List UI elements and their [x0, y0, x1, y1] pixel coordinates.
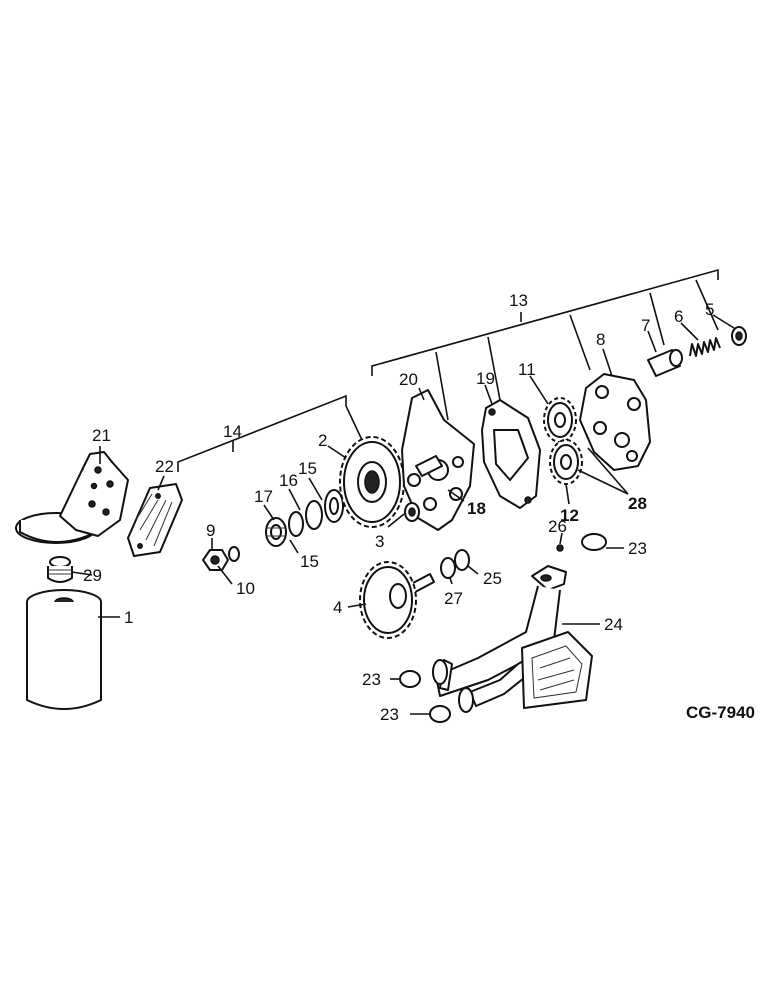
callout-18: 18 [467, 499, 486, 518]
callout-28: 28 [628, 494, 647, 513]
bracket-13 [371, 268, 719, 421]
callout-4: 4 [333, 598, 342, 617]
leader-lines [71, 314, 735, 715]
callout-7: 7 [641, 316, 650, 335]
callout-5: 5 [705, 300, 714, 319]
retainer-part-5 [731, 326, 747, 346]
callout-labels: 21 22 29 1 14 9 10 17 16 15 15 2 3 4 18 … [83, 291, 714, 724]
callout-23a: 23 [628, 539, 647, 558]
oil-filter-part-1 [26, 589, 102, 710]
callout-15a: 15 [298, 459, 317, 478]
callout-3: 3 [375, 532, 384, 551]
pump-body-part-19 [481, 399, 541, 509]
pickup-tube-part-24 [432, 565, 593, 713]
ball-part-26 [556, 544, 564, 552]
ring-part-27 [440, 557, 456, 579]
idler-gear-part-4 [359, 561, 435, 639]
ring-part-15a [288, 511, 304, 537]
ring-part-25 [454, 549, 470, 571]
callout-9: 9 [206, 521, 215, 540]
pump-gear-part-11 [543, 397, 577, 443]
callout-27: 27 [444, 589, 463, 608]
callout-29: 29 [83, 566, 102, 585]
bearing-part-15b [324, 489, 344, 523]
pump-gear-part-12 [549, 439, 583, 485]
o-ring-part-23-low [429, 705, 451, 723]
spring-part-6 [689, 337, 721, 357]
callout-14: 14 [223, 422, 242, 441]
rear-cover-part-8 [579, 373, 651, 471]
callout-10: 10 [236, 579, 255, 598]
callout-24: 24 [604, 615, 623, 634]
nipple-part-29 [47, 556, 73, 583]
washer-part-9 [228, 546, 240, 562]
plunger-part-7 [647, 349, 683, 377]
callout-6: 6 [674, 307, 683, 326]
o-ring-part-23-top [581, 533, 607, 551]
callout-20: 20 [399, 370, 418, 389]
callout-25: 25 [483, 569, 502, 588]
filter-adapter-part-21 [15, 451, 129, 544]
drawing-id-label: CG-7940 [686, 703, 755, 722]
gasket-part-22 [127, 483, 183, 557]
bushing-part-3 [404, 502, 420, 522]
callout-22: 22 [155, 457, 174, 476]
callout-11: 11 [518, 360, 536, 379]
pointer-28 [577, 447, 629, 495]
callout-12: 12 [560, 506, 579, 525]
callout-17: 17 [254, 487, 273, 506]
callout-19: 19 [476, 369, 495, 388]
gear-part-2 [339, 436, 405, 528]
callout-2: 2 [318, 431, 327, 450]
callout-15b: 15 [300, 552, 319, 571]
callout-21: 21 [92, 426, 111, 445]
callout-8: 8 [596, 330, 605, 349]
callout-26: 26 [548, 517, 567, 536]
nut-part-10 [202, 549, 229, 571]
callout-1: 1 [124, 608, 133, 627]
callout-13: 13 [509, 291, 528, 310]
ring-part-16 [305, 500, 323, 530]
bracket-14 [177, 394, 363, 472]
shaft-part-18 [415, 455, 443, 477]
callout-23c: 23 [380, 705, 399, 724]
bearing-part-17 [265, 517, 287, 547]
o-ring-part-23-mid [399, 670, 421, 688]
callout-23b: 23 [362, 670, 381, 689]
callout-16: 16 [279, 471, 298, 490]
